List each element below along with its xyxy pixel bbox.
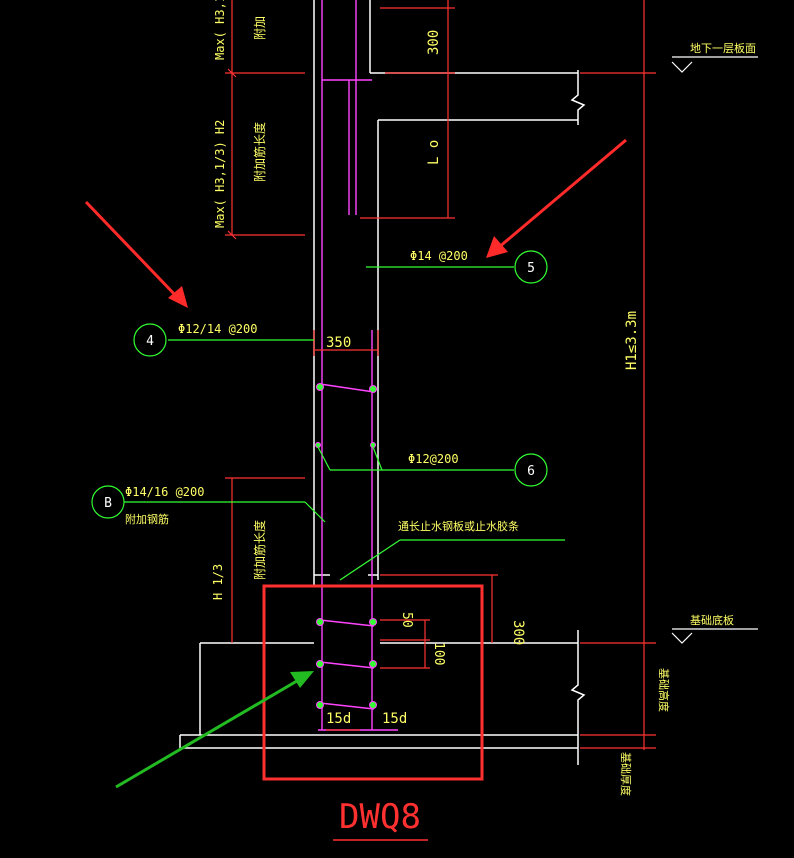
callout-b-letter: B bbox=[104, 496, 112, 511]
red-arrow-left bbox=[84, 200, 188, 308]
red-arrow-right bbox=[486, 138, 627, 258]
callout-5: 5 bbox=[514, 250, 548, 284]
dim-15d-left: 15d bbox=[326, 711, 351, 727]
dim-50: 50 bbox=[399, 612, 414, 628]
waterstop-label: 通长止水钢板或止水胶条 bbox=[398, 519, 519, 533]
callout-6: 6 bbox=[514, 453, 548, 487]
highlight-box bbox=[262, 584, 484, 781]
left-low-label-2: 附加筋长度 bbox=[252, 520, 267, 580]
callout-5-number: 5 bbox=[527, 261, 535, 276]
dim-350: 350 bbox=[326, 335, 351, 351]
basement-floor-label: 地下一层板面 bbox=[690, 41, 756, 55]
dim-300-top: 300 bbox=[426, 30, 442, 55]
wall-outline bbox=[179, 0, 586, 765]
dim-lo: L o bbox=[426, 140, 442, 165]
left-top-label: Max( H3,1/ bbox=[213, 0, 227, 60]
drawing-title: DWQ8 bbox=[339, 797, 421, 837]
level-symbols bbox=[671, 56, 758, 644]
dim-100: 100 bbox=[431, 642, 446, 665]
leader-lines bbox=[124, 266, 565, 581]
callout-4-text: Φ12/14 @200 bbox=[178, 322, 257, 336]
foundation-thickness-label: 基础厚度 bbox=[619, 752, 633, 796]
callout-b-text: Φ14/16 @200 bbox=[125, 485, 204, 499]
dim-15d-right: 15d bbox=[382, 711, 407, 727]
dimension-lines bbox=[225, 0, 656, 750]
h1-label: H1≤3.3m bbox=[624, 311, 640, 370]
left-mid-label-2: 附加筋长度 bbox=[252, 122, 267, 182]
callout-b: B bbox=[91, 485, 125, 519]
callout-4: 4 bbox=[133, 323, 167, 357]
callout-b-sub: 附加钢筋 bbox=[125, 512, 169, 526]
left-top-label-2: 附加 bbox=[253, 16, 267, 40]
callout-6-number: 6 bbox=[527, 464, 535, 479]
rebar-dots bbox=[315, 383, 377, 709]
dim-300-bottom: 300 bbox=[510, 620, 526, 645]
left-low-label: H 1/3 bbox=[211, 564, 225, 600]
foundation-bottom-label: 基础底板 bbox=[690, 613, 734, 627]
green-arrow bbox=[115, 671, 314, 789]
callout-5-text: Φ14 @200 bbox=[410, 249, 468, 263]
callout-6-text: Φ12@200 bbox=[408, 452, 459, 466]
foundation-height-label: 基础高度 bbox=[657, 668, 671, 712]
left-mid-label: Max( H3,1/3) H2 bbox=[213, 120, 227, 228]
callout-4-number: 4 bbox=[146, 334, 154, 349]
